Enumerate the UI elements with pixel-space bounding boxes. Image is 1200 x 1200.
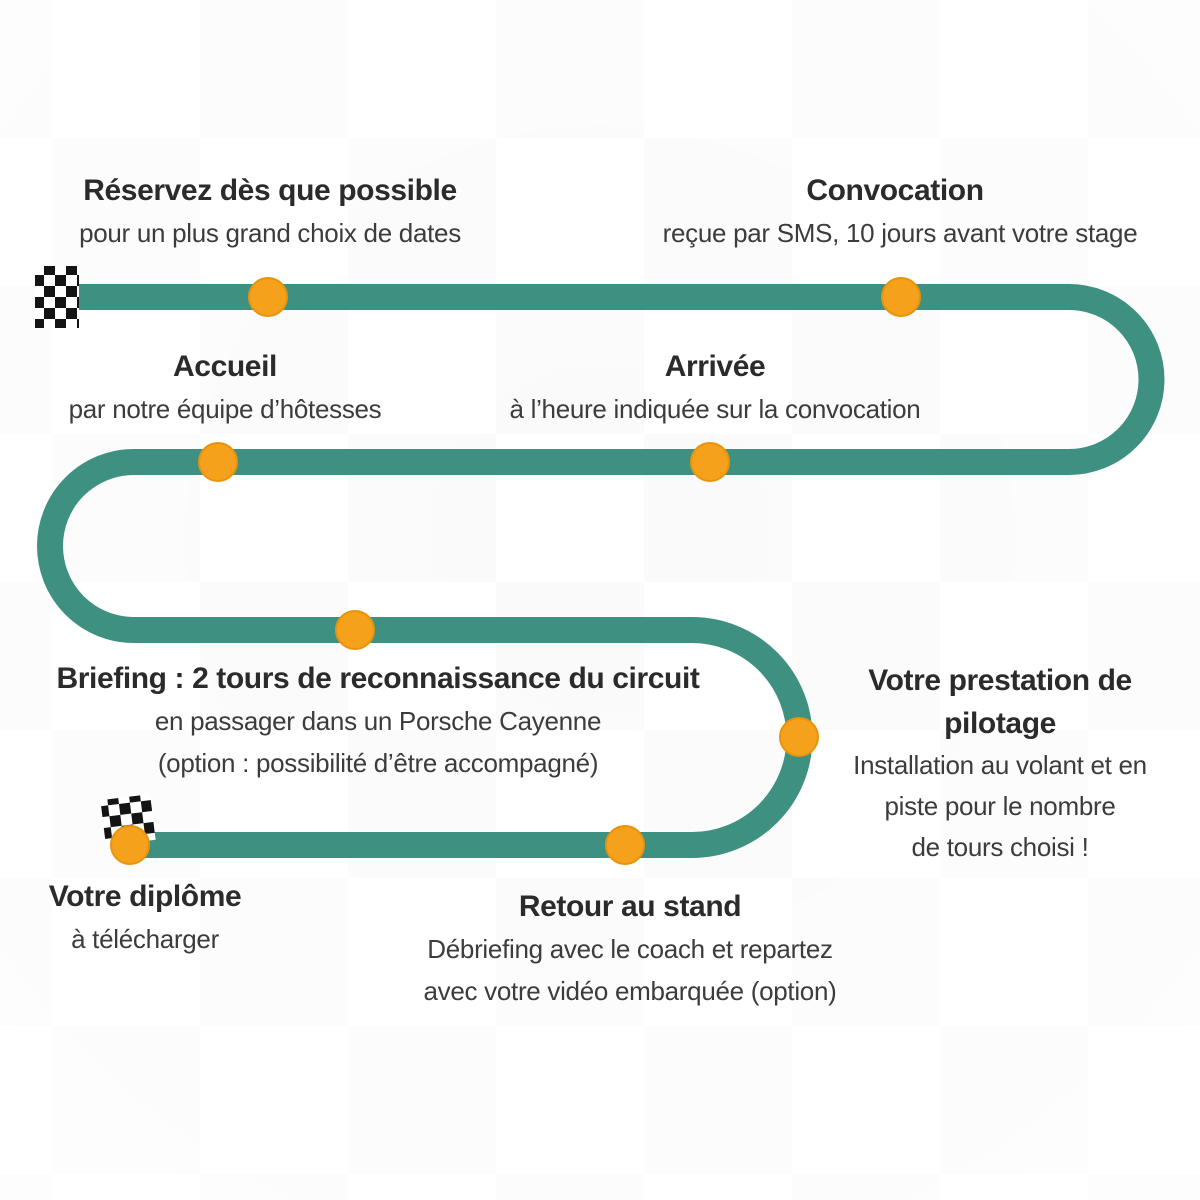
step-diplome-title: Votre diplôme xyxy=(48,880,242,913)
step-prestation-subtitle-line1: Installation au volant et en xyxy=(853,750,1147,780)
waypoint-dot-retour xyxy=(605,825,645,865)
step-retour-title: Retour au stand xyxy=(518,890,742,923)
step-convocation-title: Convocation xyxy=(806,174,984,207)
waypoint-dot-briefing xyxy=(335,610,375,650)
step-arrivee-subtitle: à l’heure indiquée sur la convocation xyxy=(509,394,921,424)
waypoint-dot-accueil xyxy=(198,442,238,482)
step-briefing-subtitle-line2: (option : possibilité d’être accompagné) xyxy=(157,748,599,778)
step-reservez-subtitle: pour un plus grand choix de dates xyxy=(79,218,461,248)
step-retour-subtitle-line1: Débriefing avec le coach et repartez xyxy=(427,934,833,964)
step-briefing-subtitle-line1: en passager dans un Porsche Cayenne xyxy=(154,706,602,736)
step-diplome-subtitle: à télécharger xyxy=(71,924,219,954)
step-briefing-title: Briefing : 2 tours de reconnaissance du … xyxy=(56,662,700,695)
step-prestation-subtitle-line2: piste pour le nombre xyxy=(884,791,1116,821)
waypoint-dot-arrivee xyxy=(690,442,730,482)
waypoint-dot-diplome xyxy=(110,825,150,865)
step-prestation-subtitle-line3: de tours choisi ! xyxy=(911,832,1089,862)
step-convocation-subtitle: reçue par SMS, 10 jours avant votre stag… xyxy=(662,218,1138,248)
waypoint-dot-convocation xyxy=(881,277,921,317)
step-accueil-subtitle: par notre équipe d’hôtesses xyxy=(68,394,382,424)
step-arrivee-title: Arrivée xyxy=(664,350,766,383)
waypoint-dot-prestation xyxy=(779,717,819,757)
step-reservez-title: Réservez dès que possible xyxy=(83,174,457,207)
step-prestation-title: Votre prestation de pilotage xyxy=(868,664,1132,740)
waypoint-dot-reservez xyxy=(248,277,288,317)
step-retour-subtitle-line2: avec votre vidéo embarquée (option) xyxy=(423,976,837,1006)
step-accueil-title: Accueil xyxy=(173,350,277,383)
start-checkered-line-icon xyxy=(35,266,79,328)
